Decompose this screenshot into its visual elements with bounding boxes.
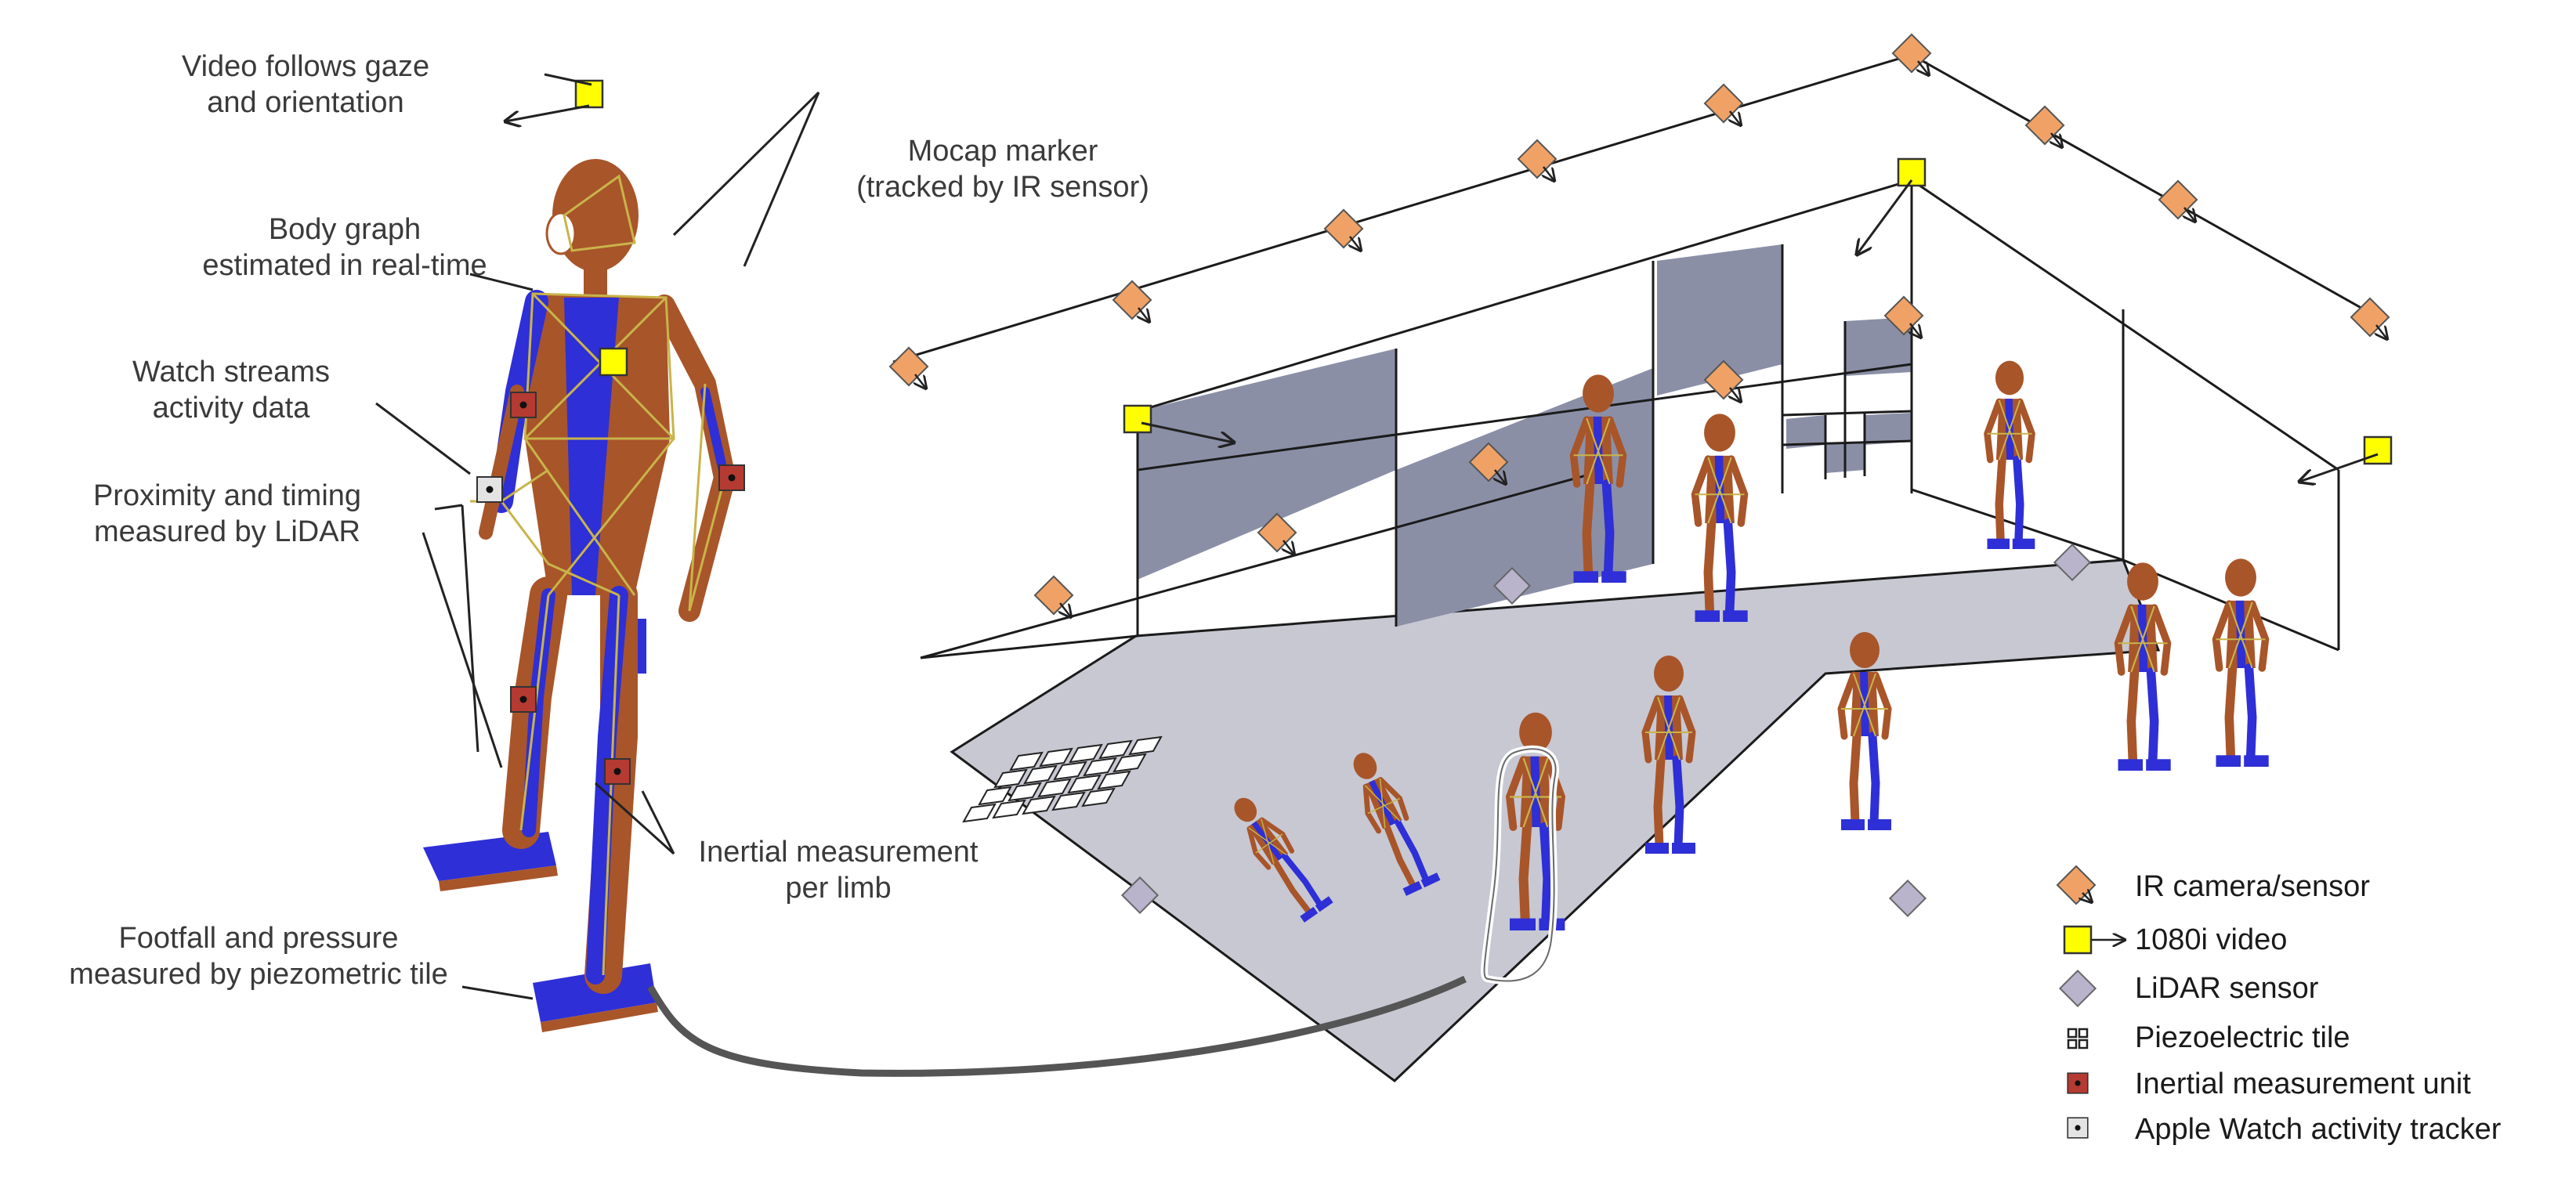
ir-direction-arrow [1283, 540, 1294, 555]
piezo-tile [1023, 764, 1058, 785]
piezo-tile [1051, 791, 1086, 811]
piezo-tile [1128, 735, 1163, 756]
subject-link-curve [647, 975, 1467, 1077]
ir-direction-arrow [1918, 60, 1929, 75]
annotation-footfall: Footfall and pressure measured by piezom… [39, 920, 478, 992]
annotation-line: per limb [785, 872, 892, 905]
watch-tracker-icon [2067, 1117, 2089, 1139]
subjects-in-room [1225, 361, 2268, 985]
annotation-line: estimated in real-time [202, 249, 487, 282]
annotation-line: measured by piezometric tile [69, 958, 448, 991]
piezo-tile [1053, 760, 1087, 781]
ir-camera-icon [2056, 865, 2097, 904]
piezo-tile [993, 768, 1028, 789]
piezo-tile [1098, 739, 1133, 760]
annotation-line: (tracked by IR sensor) [856, 171, 1149, 204]
annotation-inertial: Inertial measurement per limb [666, 834, 1011, 906]
legend-label-piezo: Piezoelectric tile [2135, 1021, 2350, 1054]
annotation-line: activity data [152, 392, 310, 425]
piezo-tile [1081, 787, 1116, 807]
annotation-body-graph: Body graph estimated in real-time [180, 211, 509, 284]
annotation-line: measured by LiDAR [93, 515, 361, 548]
piezo-tile [992, 799, 1026, 819]
piezo-tile [1009, 751, 1044, 771]
piezo-tile [1037, 778, 1072, 798]
annotation-line: Body graph [268, 213, 421, 246]
piezo-tile [1008, 782, 1042, 802]
annotation-line: Mocap marker [907, 135, 1098, 168]
annotation-leaders [375, 73, 2379, 1000]
video-camera-icon [2063, 925, 2125, 955]
piezo-tile-array [962, 735, 1163, 823]
ir-direction-arrow [2184, 207, 2195, 222]
annotation-line: Video follows gaze [181, 50, 430, 83]
ir-direction-arrow [1495, 469, 1506, 484]
ir-direction-arrow [915, 374, 926, 388]
ir-direction-arrow [1543, 166, 1554, 181]
annotation-line: Watch streams [132, 356, 330, 388]
ir-direction-arrow [2051, 132, 2062, 147]
ir-direction-arrow [2376, 324, 2387, 339]
ir-direction-arrow [1730, 110, 1741, 125]
annotation-watch: Watch streams activity data [90, 354, 372, 426]
ir-direction-arrow [1350, 236, 1361, 251]
piezo-tile [1069, 743, 1103, 764]
annotation-mocap: Mocap marker (tracked by IR sensor) [830, 133, 1175, 205]
annotation-proximity: Proximity and timing measured by LiDAR [55, 478, 400, 550]
legend-label-video: 1080i video [2135, 923, 2288, 956]
legend-label-imu: Inertial measurement unit [2135, 1068, 2471, 1100]
ir-direction-arrow [1730, 387, 1741, 402]
annotation-line: Proximity and timing [92, 479, 362, 512]
piezo-tile-icon [2067, 1028, 2089, 1050]
piezo-tile [1113, 753, 1147, 773]
annotation-line: and orientation [207, 86, 404, 119]
ir-direction-arrow [1060, 602, 1071, 617]
annotation-line: Footfall and pressure [118, 922, 399, 955]
piezo-tile [978, 786, 1012, 806]
imu-icon [2067, 1072, 2089, 1094]
ir-sensors [888, 33, 2390, 617]
piezo-tile [1039, 747, 1073, 768]
legend-label-ir: IR camera/sensor [2135, 870, 2370, 903]
annotation-line: Inertial measurement [698, 836, 979, 869]
piezo-tile [1022, 795, 1056, 815]
piezo-tile [962, 803, 997, 823]
lidar-sensor-icon [2059, 970, 2097, 1007]
piezo-tile [1097, 770, 1131, 790]
annotation-video-gaze: Video follows gaze and orientation [141, 49, 470, 121]
legend-label-lidar: LiDAR sensor [2135, 972, 2319, 1005]
ir-direction-arrow [1910, 323, 1921, 338]
piezo-tile [1067, 774, 1102, 794]
piezo-tile [1083, 757, 1117, 777]
legend-label-watch: Apple Watch activity tracker [2135, 1113, 2502, 1146]
ir-direction-arrow [1138, 307, 1149, 322]
